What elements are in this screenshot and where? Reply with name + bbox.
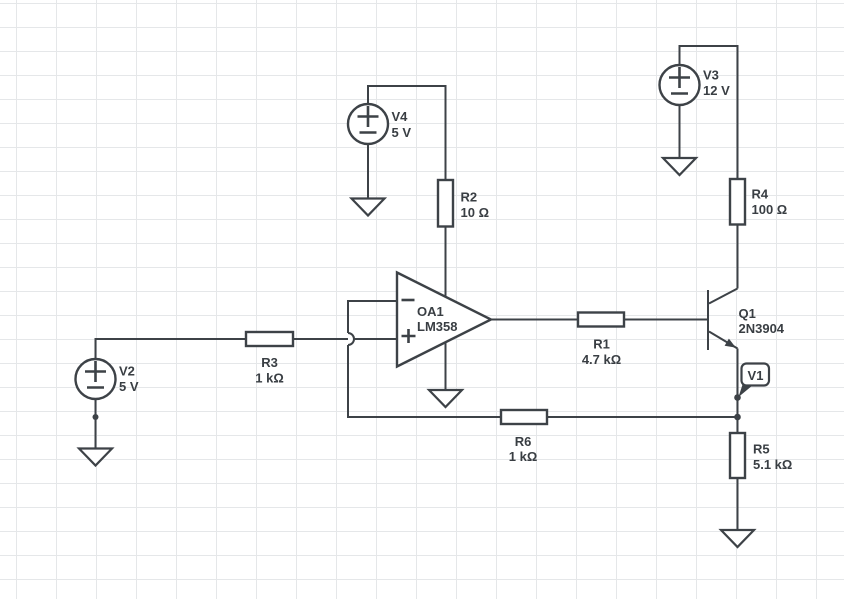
plus-icon (357, 106, 379, 127)
label-r3-designator[interactable]: R3 (261, 355, 278, 370)
transistor-q1[interactable]: Q1 2N3904 (707, 287, 785, 351)
label-v4-designator[interactable]: V4 (392, 109, 409, 124)
resistor-r1[interactable]: R1 4.7 kΩ (576, 311, 626, 368)
wire-v2-to-r3[interactable] (94, 338, 247, 359)
label-r6-value[interactable]: 1 kΩ (509, 449, 538, 464)
transistor-collector-lead[interactable] (708, 287, 738, 305)
label-q1-value[interactable]: 2N3904 (739, 321, 785, 336)
resistor-r2[interactable]: R2 10 Ω (436, 178, 490, 228)
junction-dot (734, 413, 741, 421)
label-r1-value[interactable]: 4.7 kΩ (582, 352, 621, 367)
label-r1-designator[interactable]: R1 (593, 337, 610, 352)
wire-hop-arc[interactable] (347, 332, 355, 346)
opamp-body[interactable] (395, 270, 494, 369)
wire-feedback-upper[interactable] (347, 300, 397, 333)
resistor-body[interactable] (499, 408, 549, 426)
voltage-source-v3[interactable]: V3 12 V (658, 63, 731, 107)
label-v3-designator[interactable]: V3 (703, 68, 719, 83)
label-r5-value[interactable]: 5.1 kΩ (753, 457, 792, 472)
voltage-source-v2[interactable]: V2 5 V (74, 357, 139, 401)
label-v4-value[interactable]: 5 V (392, 125, 412, 140)
voltage-source-v4[interactable]: V4 5 V (346, 102, 412, 146)
wire-feedback-lower-to-r6[interactable] (347, 345, 501, 418)
resistor-r5[interactable]: R5 5.1 kΩ (728, 431, 792, 480)
label-r6-designator[interactable]: R6 (515, 434, 532, 449)
resistor-r3[interactable]: R3 1 kΩ (244, 330, 295, 386)
label-q1-designator[interactable]: Q1 (739, 306, 756, 321)
ground-icon-v3[interactable] (660, 156, 699, 177)
label-oa1-value[interactable]: LM358 (417, 319, 457, 334)
label-v1-name[interactable]: V1 (748, 368, 764, 383)
label-v2-value[interactable]: 5 V (119, 379, 139, 394)
plus-icon (669, 67, 690, 88)
label-v2-designator[interactable]: V2 (119, 364, 135, 379)
opamp-oa1[interactable]: OA1 LM358 (395, 270, 494, 369)
label-r4-designator[interactable]: R4 (752, 187, 769, 202)
label-r4-value[interactable]: 100 Ω (752, 202, 788, 217)
net-label-v1[interactable]: V1 (738, 362, 771, 398)
plus-icon (85, 361, 106, 382)
label-r3-value[interactable]: 1 kΩ (255, 371, 284, 386)
noninverting-input-plus-icon (401, 329, 416, 343)
net-label-box[interactable] (740, 362, 771, 387)
emitter-arrow-icon (724, 338, 736, 348)
label-oa1-designator[interactable]: OA1 (417, 304, 444, 319)
resistor-body[interactable] (728, 431, 747, 480)
resistor-body[interactable] (244, 330, 295, 348)
ground-icon-v2[interactable] (76, 447, 115, 468)
resistor-r4[interactable]: R4 100 Ω (728, 177, 788, 226)
ground-icon-v4[interactable] (348, 197, 388, 218)
label-r2-designator[interactable]: R2 (461, 190, 478, 205)
label-r5-designator[interactable]: R5 (753, 442, 770, 457)
resistor-body[interactable] (576, 311, 626, 328)
label-v3-value[interactable]: 12 V (703, 83, 730, 98)
wire-v3-to-r4[interactable] (678, 45, 739, 179)
ground-icon-opamp[interactable] (426, 388, 465, 409)
ground-icon-r5[interactable] (718, 528, 757, 549)
resistor-body[interactable] (436, 178, 455, 228)
resistor-r6[interactable]: R6 1 kΩ (499, 408, 549, 464)
wire-v4-to-r2[interactable] (367, 85, 447, 180)
resistor-body[interactable] (728, 177, 747, 226)
junction-dot (92, 414, 99, 420)
label-r2-value[interactable]: 10 Ω (461, 205, 490, 220)
